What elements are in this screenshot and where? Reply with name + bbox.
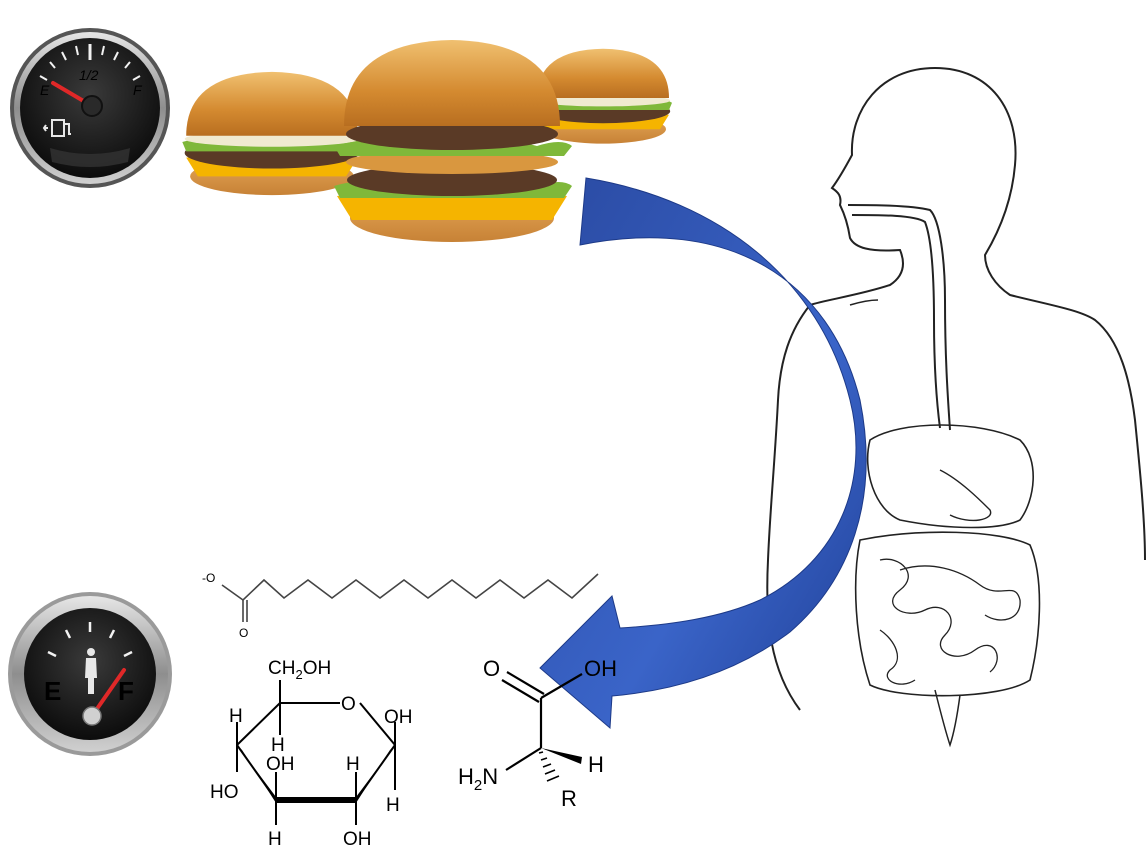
gauge-e-label: E [40,82,50,98]
amino-acid-o-label: O [483,656,500,681]
amino-acid-h2n-n: N [482,764,498,789]
amino-acid-oh-label: OH [584,656,617,681]
person-icon [85,648,97,694]
hamburger-icon [334,40,572,242]
hamburgers [182,40,672,242]
glucose-oh-label: OH [266,754,295,775]
glucose-h-label: H [346,754,360,775]
curved-arrow-icon [539,177,867,730]
gauge-half-label: 1/2 [79,67,99,83]
fatty-acid-chain [221,573,599,602]
glucose-ring-o: O [341,694,356,715]
glucose-ch2oh-oh: OH [303,658,332,679]
glucose-structure: CH2OH O H OH H OH H HO H H OH [210,658,413,850]
human-digestive-system [766,67,1146,748]
svg-text:CH2OH: CH2OH [268,658,331,682]
amino-acid-h2n-h: H [458,764,474,789]
fatty-acid-o: O [239,626,248,640]
glucose-ch2oh-ch: CH [268,658,295,679]
glucose-h-label: H [229,706,243,727]
svg-text:H2N: H2N [458,764,498,794]
fuel-pump-icon [42,119,71,137]
amino-acid-h2n-subscript: 2 [474,777,482,794]
gauge-e-label: E [44,676,61,706]
glucose-h-label: H [386,795,400,816]
glucose-oh-label: OH [343,829,372,850]
gauge-f-label: F [133,82,143,98]
glucose-ch2oh-subscript: 2 [295,667,302,682]
amino-acid-structure: O OH H2N H R [458,656,617,811]
hashed-bond [538,751,560,782]
hamburger-icon [182,71,362,196]
glucose-ho-label: HO [210,782,239,803]
fuel-gauge-full-icon: E F [8,592,172,756]
fatty-acid-structure: -O O [202,571,599,640]
gauge-f-label: F [118,676,134,706]
glucose-h-label: H [268,829,282,850]
glucose-h-label: H [271,735,285,756]
amino-acid-h-label: H [588,752,604,777]
gauge-ticks [39,44,141,81]
fuel-gauge-empty-icon: E 1/2 F [10,28,170,188]
fatty-acid-o-minus: -O [202,571,215,585]
amino-acid-r-label: R [561,786,577,811]
glucose-oh-label: OH [384,707,413,728]
